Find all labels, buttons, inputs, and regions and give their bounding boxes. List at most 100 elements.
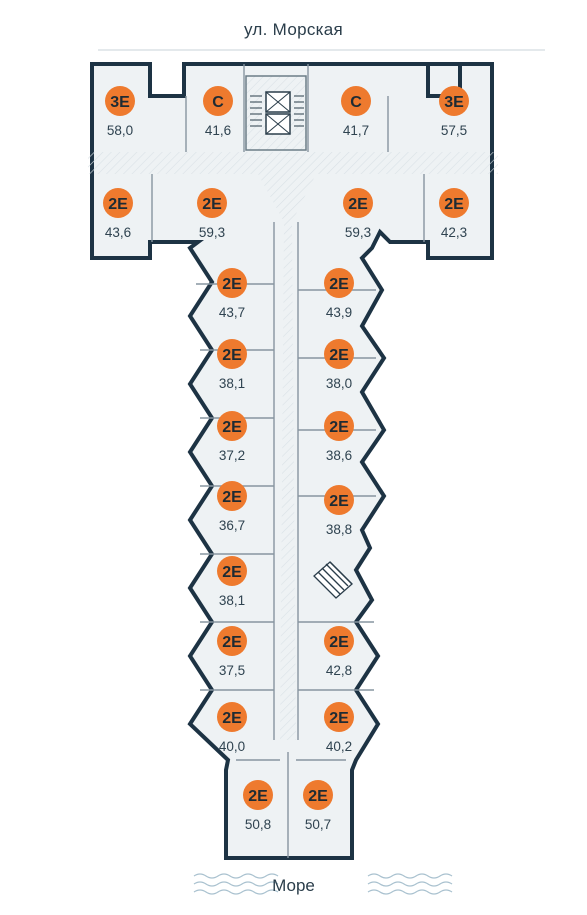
unit-area-label: 58,0 — [107, 123, 133, 138]
lower-stair — [313, 561, 353, 599]
unit-type-label: 2E — [348, 196, 368, 213]
unit-area-label: 43,7 — [219, 305, 245, 320]
apartment-unit[interactable]: 3E 57,5 — [439, 86, 469, 138]
unit-type-badge — [439, 86, 469, 116]
apartment-unit[interactable]: 2E 59,3 — [343, 188, 373, 240]
apartment-unit[interactable]: 2E 38,6 — [324, 411, 354, 463]
unit-type-badge — [324, 702, 354, 732]
unit-type-label: 2E — [222, 419, 242, 436]
unit-area-label: 38,0 — [326, 376, 352, 391]
unit-type-label: 2E — [329, 710, 349, 727]
unit-type-badge — [217, 626, 247, 656]
lift-stair-core — [245, 75, 307, 151]
apartment-unit[interactable]: 2E 43,9 — [324, 268, 354, 320]
unit-type-badge — [217, 556, 247, 586]
apartment-unit[interactable]: 2E 59,3 — [197, 188, 227, 240]
apartment-unit[interactable]: С 41,6 — [203, 86, 233, 138]
unit-area-label: 38,1 — [219, 593, 245, 608]
unit-type-badge — [341, 86, 371, 116]
apartment-unit[interactable]: 2E 38,8 — [324, 485, 354, 537]
unit-type-badge — [343, 188, 373, 218]
unit-area-label: 37,2 — [219, 448, 245, 463]
apartment-unit[interactable]: 2E 42,3 — [439, 188, 469, 240]
unit-type-badge — [217, 702, 247, 732]
unit-type-badge — [217, 481, 247, 511]
unit-area-label: 41,7 — [343, 123, 369, 138]
unit-type-label: 2E — [222, 634, 242, 651]
apartment-unit[interactable]: 2E 42,8 — [324, 626, 354, 678]
unit-type-badge — [303, 780, 333, 810]
unit-type-label: 2E — [202, 196, 222, 213]
units-layer: 3E 58,0 С 41,6 С 41,7 3E 57,5 2E 43,6 2E 59,3 2E 59,3… — [103, 86, 469, 832]
apartment-unit[interactable]: 2E 38,0 — [324, 339, 354, 391]
unit-type-badge — [324, 268, 354, 298]
apartment-unit[interactable]: 2E 43,7 — [217, 268, 247, 320]
sea-waves-left — [193, 873, 279, 895]
unit-type-label: 2E — [308, 788, 328, 805]
unit-type-badge — [243, 780, 273, 810]
unit-type-label: 2E — [329, 493, 349, 510]
unit-area-label: 37,5 — [219, 663, 245, 678]
unit-type-label: 2E — [444, 196, 464, 213]
sea-label: Море — [272, 876, 315, 895]
unit-type-label: 2E — [222, 710, 242, 727]
unit-area-label: 38,1 — [219, 376, 245, 391]
unit-type-label: С — [212, 94, 224, 111]
apartment-unit[interactable]: 2E 40,0 — [217, 702, 247, 754]
unit-type-label: 2E — [222, 276, 242, 293]
unit-area-label: 38,6 — [326, 448, 352, 463]
apartment-unit[interactable]: 3E 58,0 — [105, 86, 135, 138]
unit-type-badge — [324, 485, 354, 515]
apartment-unit[interactable]: С 41,7 — [341, 86, 371, 138]
unit-type-badge — [105, 86, 135, 116]
unit-type-label: 2E — [108, 196, 128, 213]
unit-area-label: 50,7 — [305, 817, 331, 832]
apartment-unit[interactable]: 2E 50,8 — [243, 780, 273, 832]
unit-type-badge — [203, 86, 233, 116]
sea-waves-right — [367, 873, 453, 895]
apartment-unit[interactable]: 2E 37,5 — [217, 626, 247, 678]
unit-area-label: 40,2 — [326, 739, 352, 754]
unit-area-label: 59,3 — [345, 225, 371, 240]
unit-type-badge — [217, 339, 247, 369]
unit-area-label: 40,0 — [219, 739, 245, 754]
apartment-unit[interactable]: 2E 37,2 — [217, 411, 247, 463]
unit-type-label: 2E — [329, 634, 349, 651]
apartment-unit[interactable]: 2E 50,7 — [303, 780, 333, 832]
unit-area-label: 42,8 — [326, 663, 352, 678]
unit-type-label: 2E — [329, 276, 349, 293]
unit-area-label: 42,3 — [441, 225, 467, 240]
unit-type-badge — [439, 188, 469, 218]
street-label: ул. Морская — [243, 20, 344, 39]
corridor — [88, 152, 498, 740]
unit-type-badge — [217, 268, 247, 298]
unit-area-label: 59,3 — [199, 225, 225, 240]
unit-type-label: 3E — [110, 94, 130, 111]
unit-type-label: 2E — [222, 564, 242, 581]
unit-area-label: 50,8 — [245, 817, 271, 832]
unit-type-label: 2E — [329, 419, 349, 436]
unit-area-label: 43,6 — [105, 225, 131, 240]
apartment-unit[interactable]: 2E 40,2 — [324, 702, 354, 754]
apartment-unit[interactable]: 2E 36,7 — [217, 481, 247, 533]
unit-area-label: 43,9 — [326, 305, 352, 320]
unit-type-badge — [103, 188, 133, 218]
unit-area-label: 36,7 — [219, 518, 245, 533]
unit-type-badge — [217, 411, 247, 441]
unit-type-label: 2E — [248, 788, 268, 805]
unit-type-label: 2E — [329, 347, 349, 364]
unit-type-badge — [324, 626, 354, 656]
unit-area-label: 38,8 — [326, 522, 352, 537]
unit-area-label: 41,6 — [205, 123, 231, 138]
unit-area-label: 57,5 — [441, 123, 467, 138]
unit-type-badge — [197, 188, 227, 218]
apartment-unit[interactable]: 2E 43,6 — [103, 188, 133, 240]
unit-type-badge — [324, 339, 354, 369]
unit-type-label: С — [350, 94, 362, 111]
unit-type-label: 2E — [222, 489, 242, 506]
apartment-unit[interactable]: 2E 38,1 — [217, 556, 247, 608]
unit-type-badge — [324, 411, 354, 441]
unit-type-label: 3E — [444, 94, 464, 111]
